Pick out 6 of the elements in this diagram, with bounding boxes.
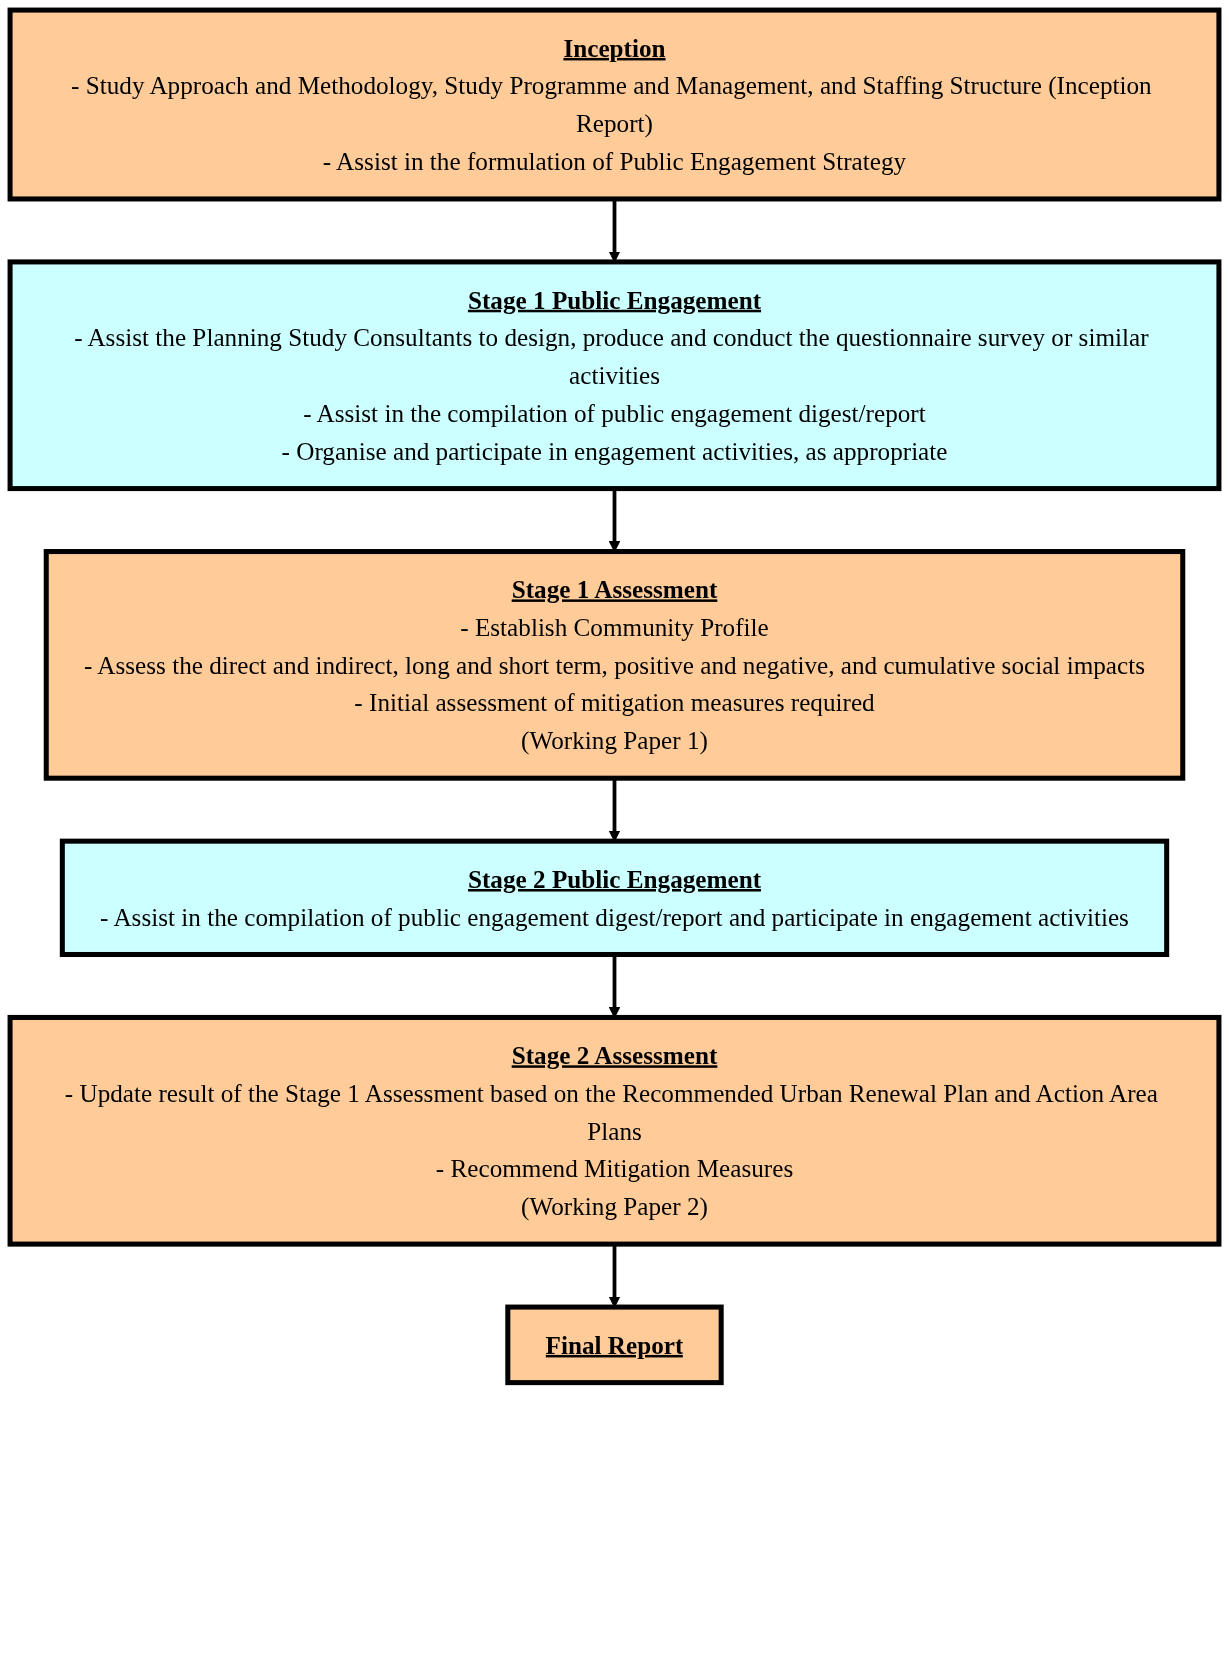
node-box: Stage 1 Public Engagement - Assist the Planning Study Consultants to design, produce and conduct the questionnaire survey or similar activities - Assist in the compilation of public engagement digest/report - Organise and participate in engagement activities, as appropriate: [7, 259, 1222, 492]
node-box: Stage 2 Assessment - Update result of the Stage 1 Assessment based on the Recommended Urban Renewal Plan and Action Area Plans - Recommend Mitigation Measures (Working Paper 2): [7, 1014, 1222, 1247]
node-box: Stage 2 Public Engagement - Assist in the compilation of public engagement digest/report and participate in engagement activities: [59, 838, 1170, 957]
node-box: Final Report: [505, 1304, 724, 1386]
node-box: Inception - Study Approach and Methodology, Study Programme and Management, and Staffing Structure (Inception Report) - Assist in the formulation of Public Engagement Strategy: [7, 7, 1222, 202]
node-box: Stage 1 Assessment - Establish Community Profile - Assess the direct and indirect, long and short term, positive and negative, and cumulative social impacts - Initial assessment of mitigation measures required (Working Paper 1): [43, 549, 1186, 781]
